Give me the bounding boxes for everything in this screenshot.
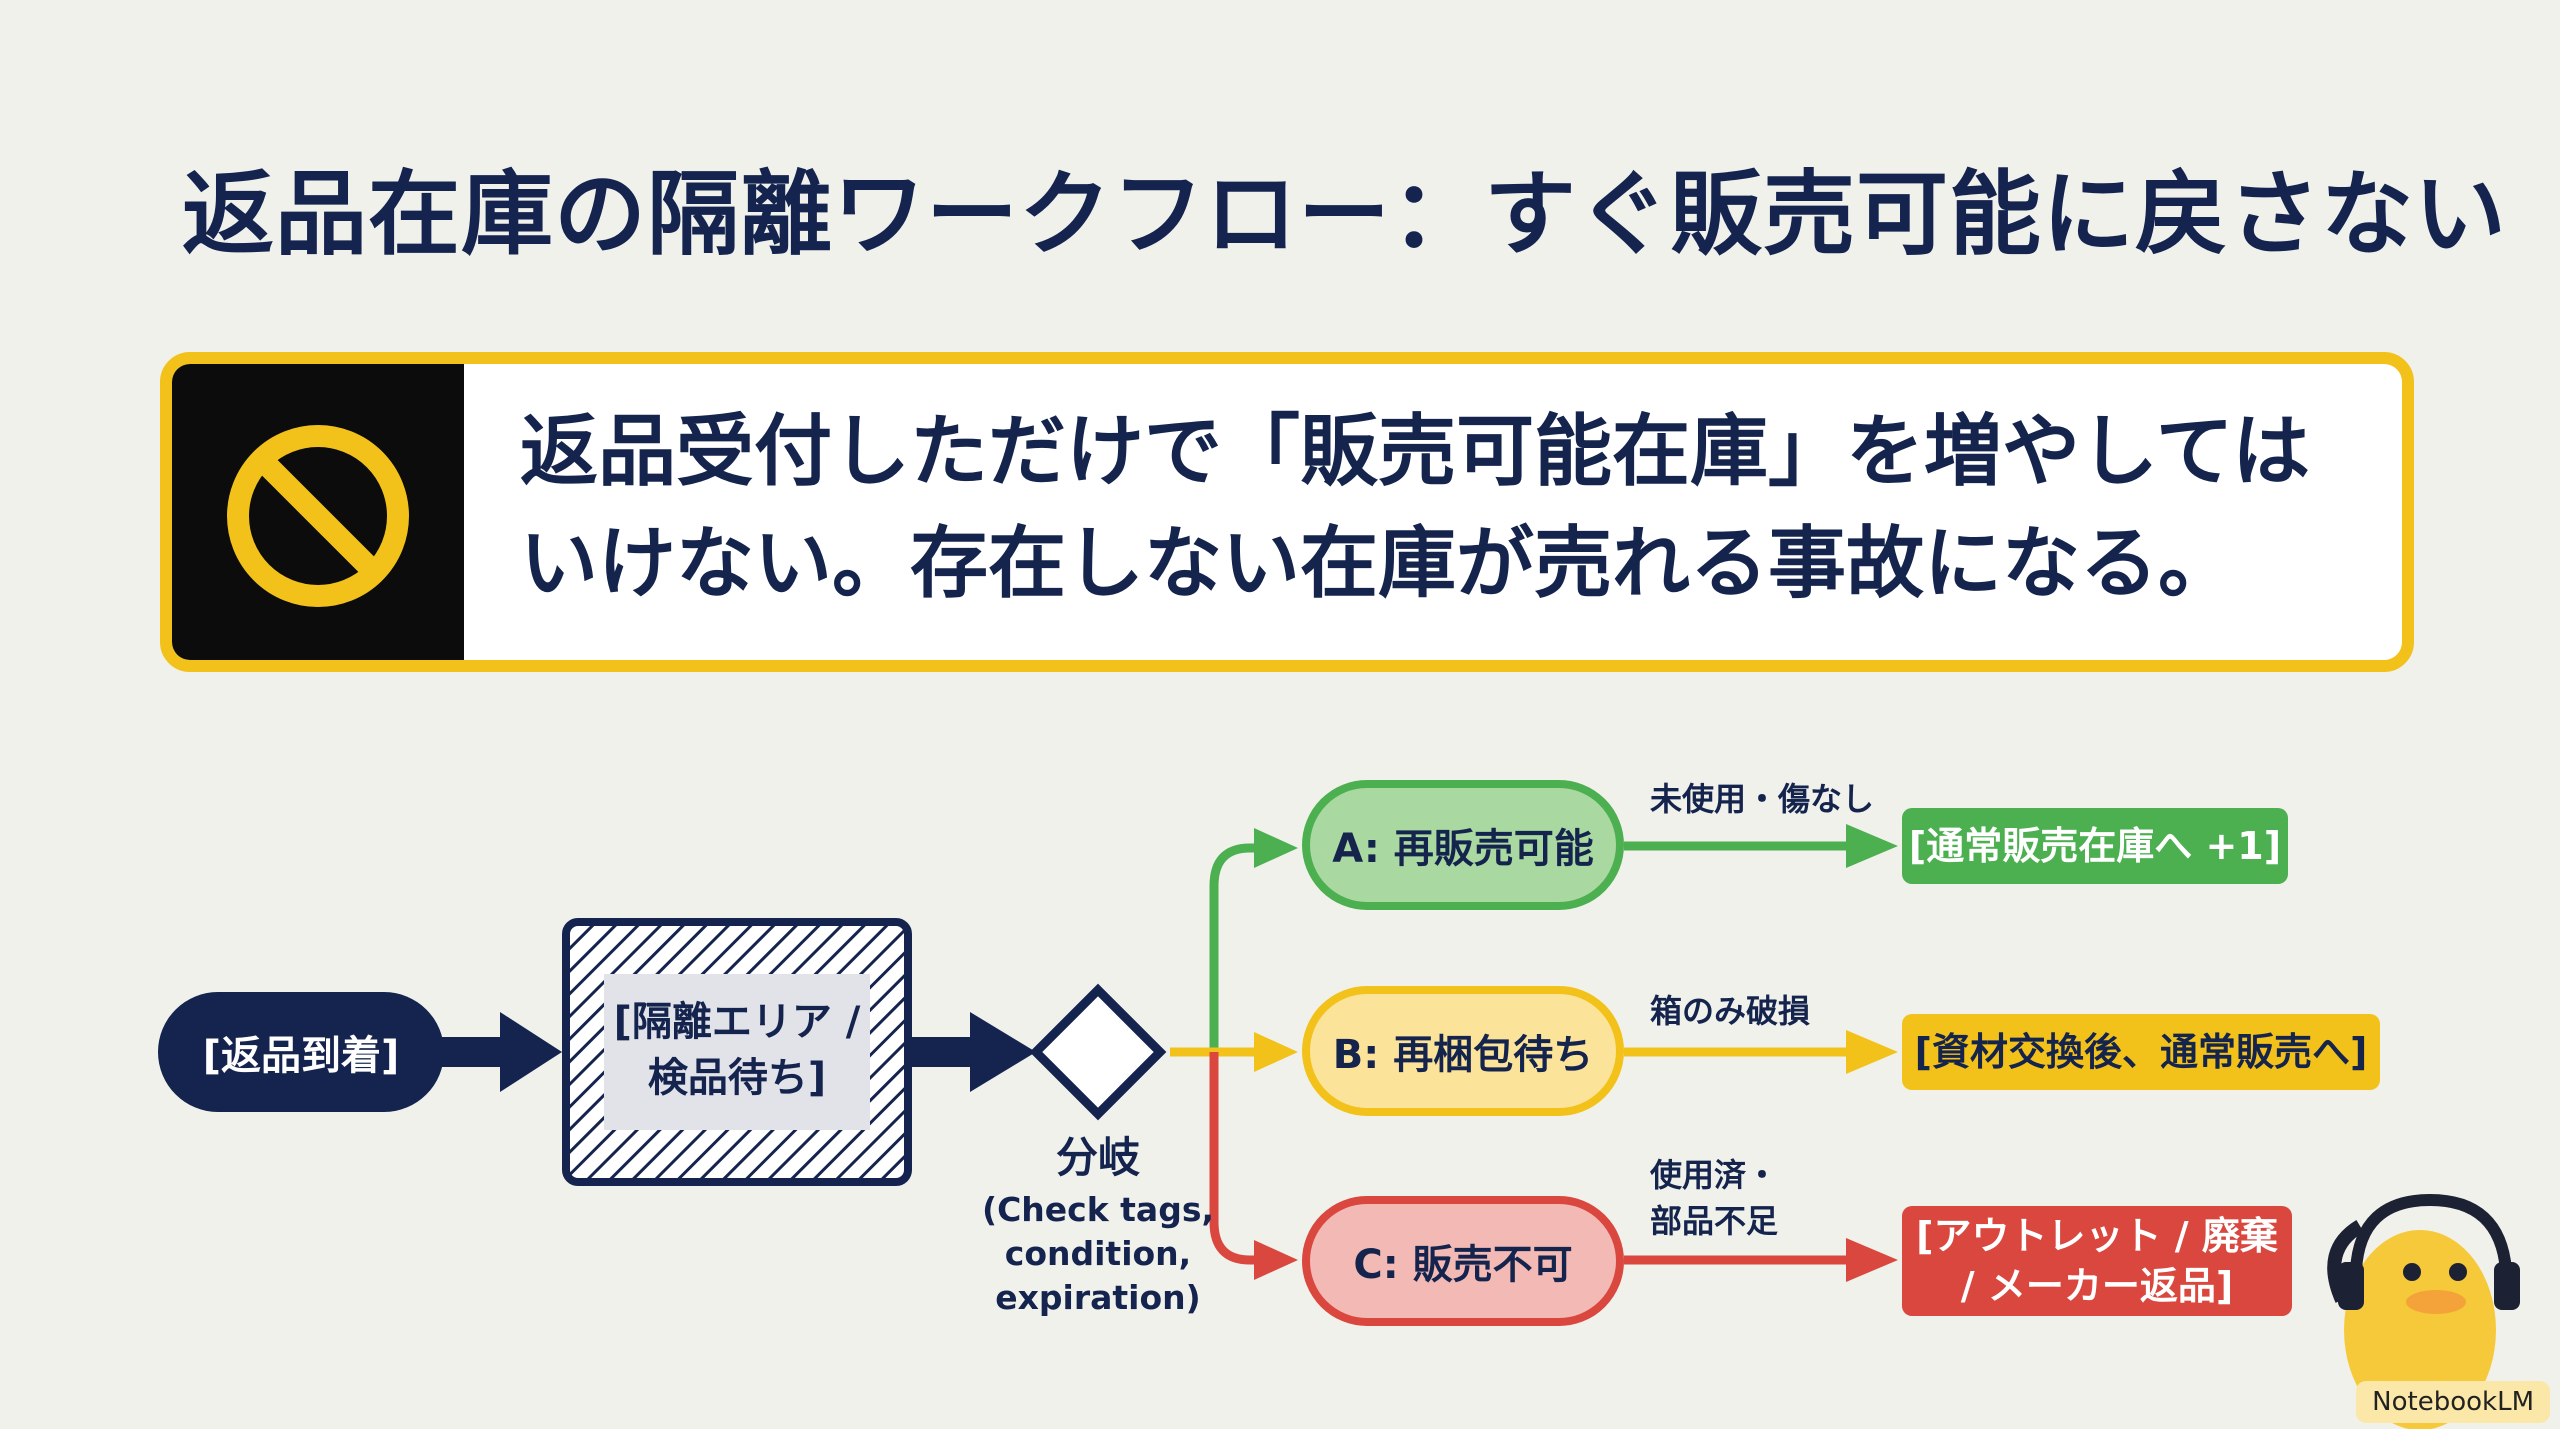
branch-a-condition: 未使用・傷なし <box>1650 780 1875 818</box>
branch-a-label: A: 再販売可能 <box>1332 826 1594 872</box>
branch-b-condition: 箱のみ破損 <box>1650 992 1811 1030</box>
warning-text: 返品受付しただけで「販売可能在庫」を増やしては いけない。存在しない在庫が売れる… <box>520 396 2362 620</box>
quarantine-label-line-1: [隔離エリア / <box>613 999 861 1045</box>
branch-b-connector <box>1170 1032 1298 1072</box>
decision-sub-1: (Check tags, <box>981 1190 1214 1229</box>
decision-sub-2: condition, <box>1004 1234 1192 1273</box>
branch-c-connector <box>1209 1052 1298 1280</box>
branch-b-label: B: 再梱包待ち <box>1332 1032 1594 1078</box>
arrow-a-to-dest <box>1624 824 1898 868</box>
branch-a-node: A: 再販売可能 <box>1302 780 1624 910</box>
page-title: 返品在庫の隔離ワークフロー：すぐ販売可能に戻さない <box>182 161 2508 268</box>
branch-c-node: C: 販売不可 <box>1302 1196 1624 1326</box>
prohibited-icon <box>227 425 409 607</box>
start-node-label: [返品到着] <box>202 1033 400 1079</box>
arrow-b-to-dest <box>1624 1030 1898 1074</box>
start-node: [返品到着] <box>158 992 444 1112</box>
warning-line-1: 返品受付しただけで「販売可能在庫」を増やしては <box>520 407 2311 497</box>
decision-title: 分岐 <box>1055 1133 1140 1182</box>
branch-c-condition: 使用済・ 部品不足 <box>1650 1152 1778 1244</box>
decision-diamond <box>1029 983 1167 1121</box>
branch-c-label: C: 販売不可 <box>1353 1242 1573 1288</box>
decision-label: 分岐 (Check tags, condition, expiration) <box>978 1128 1218 1320</box>
notebooklm-logo: NotebookLM <box>2356 1381 2550 1423</box>
warning-icon-box <box>172 364 464 660</box>
branch-b-destination: [資材交換後、通常販売へ] <box>1902 1014 2380 1090</box>
branch-c-condition-line-2: 部品不足 <box>1650 1202 1779 1240</box>
mascot-icon <box>2327 1193 2520 1429</box>
branch-a-destination: [通常販売在庫へ +1] <box>1902 808 2288 884</box>
branch-c-destination-line-2: / メーカー返品] <box>1960 1264 2234 1308</box>
branch-c-destination-line-1: [アウトレット / 廃棄 <box>1916 1214 2278 1258</box>
branch-b-destination-label: [資材交換後、通常販売へ] <box>1914 1030 2368 1074</box>
quarantine-label-line-2: 検品待ち] <box>647 1055 827 1101</box>
branch-a-destination-label: [通常販売在庫へ +1] <box>1908 824 2282 868</box>
warning-banner: 返品受付しただけで「販売可能在庫」を増やしては いけない。存在しない在庫が売れる… <box>160 352 2414 672</box>
branch-c-destination: [アウトレット / 廃棄 / メーカー返品] <box>1902 1206 2292 1316</box>
branch-a-connector <box>1170 828 1298 1057</box>
decision-sub-3: expiration) <box>995 1278 1201 1317</box>
arrow-c-to-dest <box>1624 1238 1898 1282</box>
branch-b-node: B: 再梱包待ち <box>1302 986 1624 1116</box>
warning-line-2: いけない。存在しない在庫が売れる事故になる。 <box>520 519 2237 609</box>
arrow-start-to-quarantine <box>430 1012 562 1092</box>
quarantine-box <box>562 918 912 1186</box>
branch-c-condition-line-1: 使用済・ <box>1650 1156 1779 1194</box>
quarantine-label: [隔離エリア / 検品待ち] <box>604 994 870 1106</box>
arrow-quarantine-to-decision <box>908 1012 1036 1092</box>
